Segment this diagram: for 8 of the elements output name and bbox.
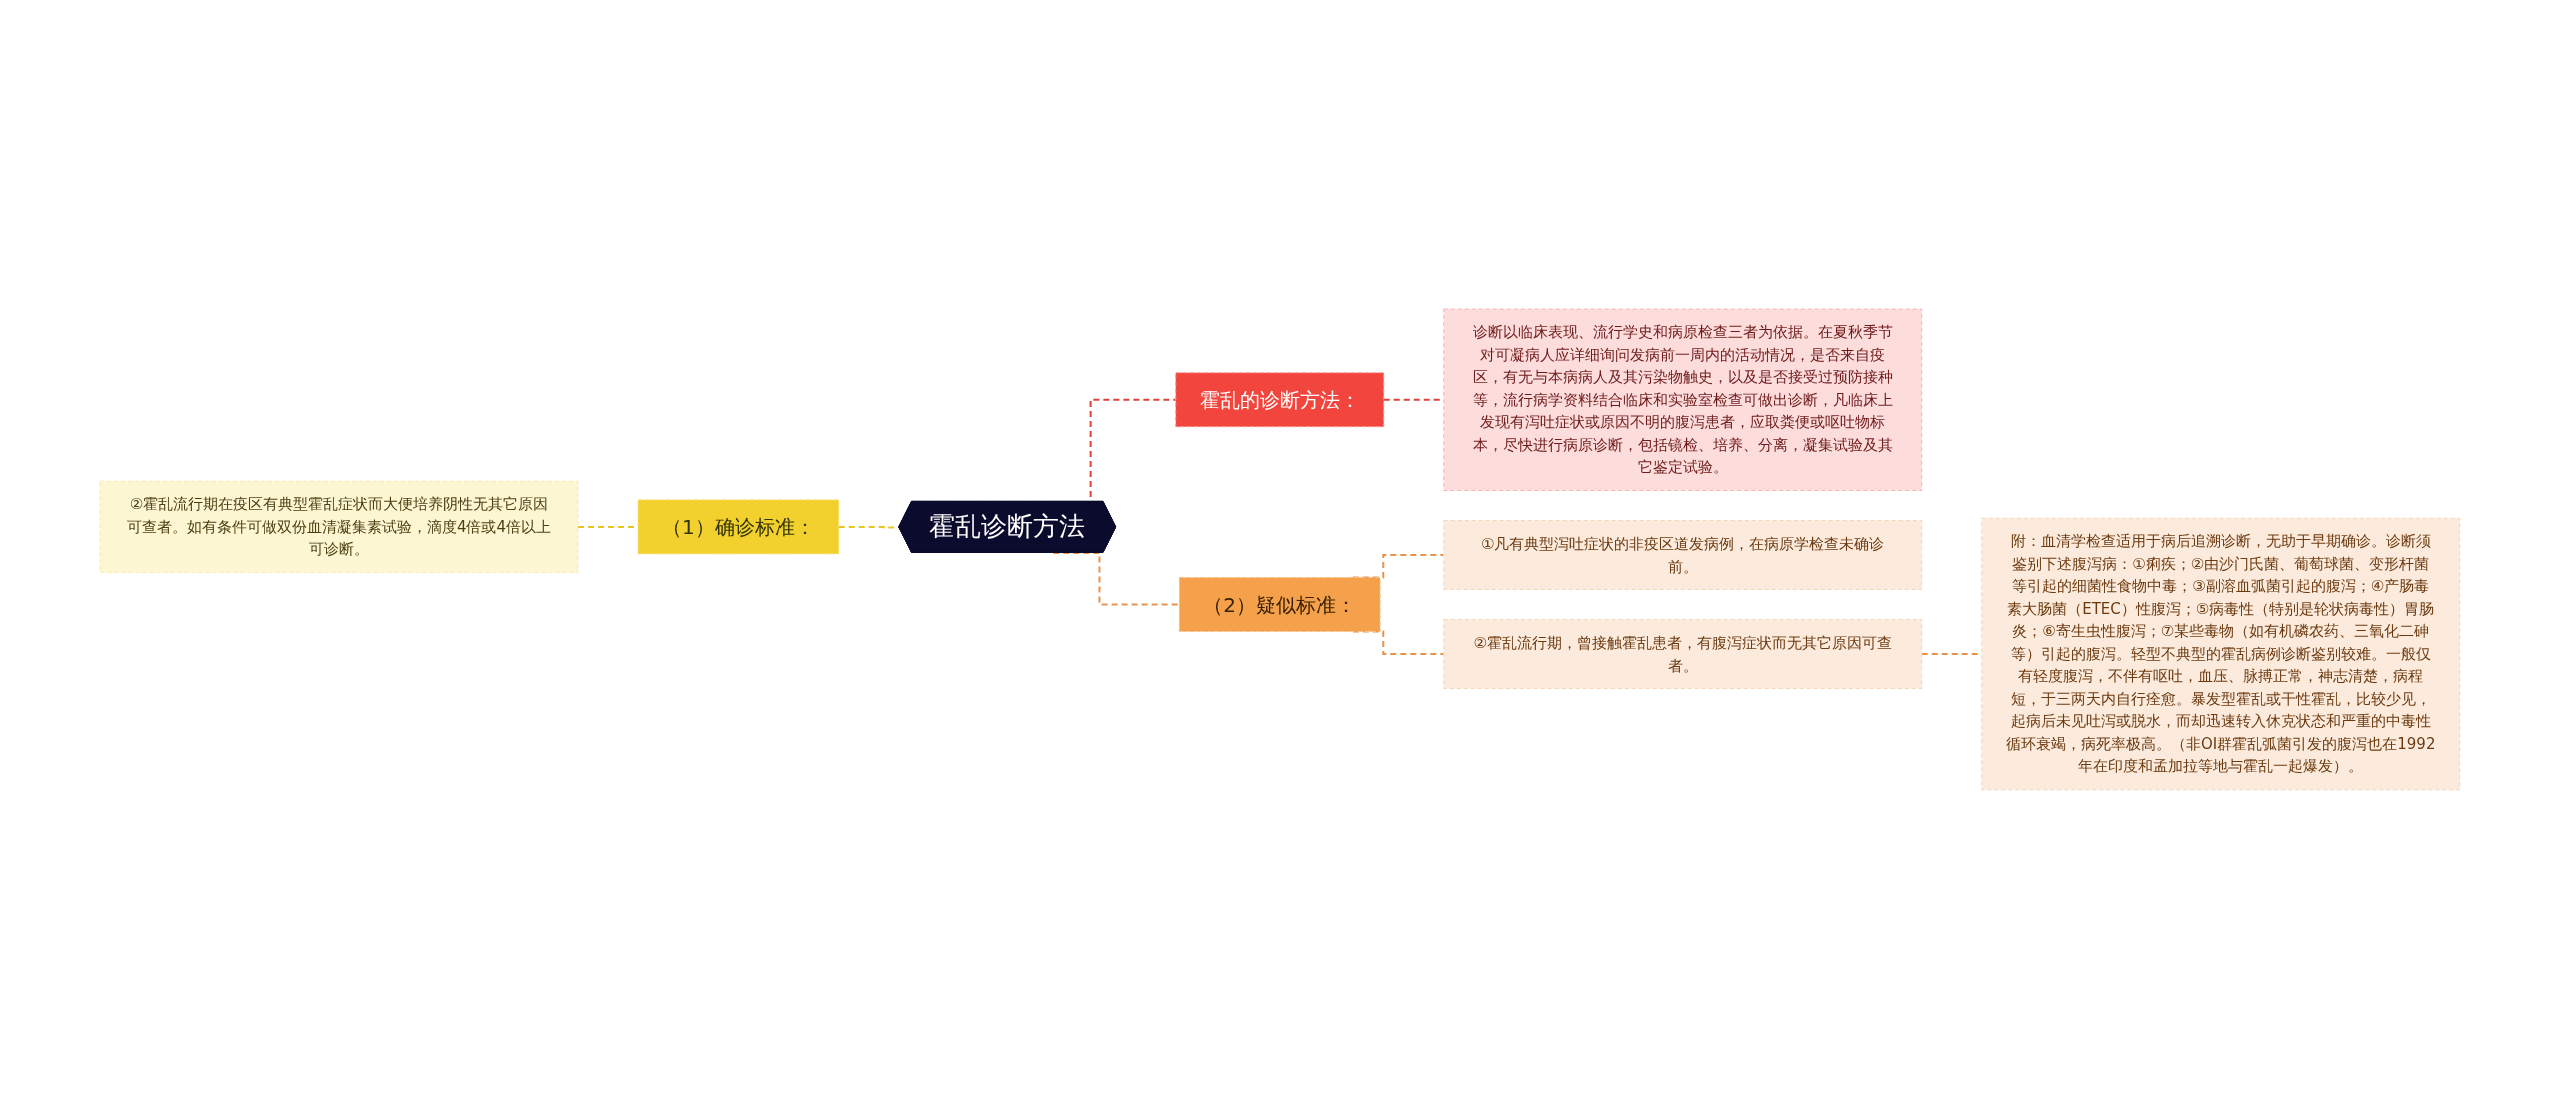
node-box: （2）疑似标准： [1179,576,1381,632]
node-box: ①凡有典型泻吐症状的非疫区道发病例，在病原学检查未确诊前。 [1443,519,1923,590]
node-box: ②霍乱流行期，曾接触霍乱患者，有腹泻症状而无其它原因可查者。 [1443,618,1923,689]
node-box: 附：血清学检查适用于病后追溯诊断，无助于早期确诊。诊断须鉴别下述腹泻病：①痢疾；②由沙门氏菌、葡萄球菌、变形杆菌等引起的细菌性食物中毒；③副溶血弧菌引起的腹泻；④产肠毒素大肠菌（ETEC）性腹泻；⑤病毒性（特别是轮状病毒性）胃肠炎；⑥寄生虫性腹泻；⑦某些毒物（如有机磷农药、三氧化二砷等）引起的腹泻。轻型不典型的霍乱病例诊断鉴别较难。一般仅有轻度腹泻，不伴有呕吐，血压、脉搏正常，神志清楚，病程短，于三两天内自行痊愈。暴发型霍乱或干性霍乱，比较少见，起病后未见吐泻或脱水，而却迅速转入休克状态和严重的中毒性循环衰竭，病死率极高。（非OI群霍乱弧菌引发的腹泻也在1992年在印度和孟加拉等地与霍乱一起爆发）。 [1981,517,2461,790]
node-box: （1）确诊标准： [637,499,840,554]
node-box: ②霍乱流行期在疫区有典型霍乱症状而大便培养阴性无其它原因可查者。如有条件可做双份血清凝集素试验，滴度4倍或4倍以上可诊断。 [99,480,579,573]
node-box: 诊断以临床表现、流行学史和病原检查三者为依据。在夏秋季节对可凝病人应详细询问发病前一周内的活动情况，是否来自疫区，有无与本病病人及其污染物触史，以及是否接受过预防接种等，流行病学资料结合临床和实验室检查可做出诊断，凡临床上发现有泻吐症状或原因不明的腹泻患者，应取粪便或呕吐物标本，尽快进行病原诊断，包括镜检、培养、分离，凝集试验及其它鉴定试验。 [1443,308,1923,491]
node-box: 霍乱的诊断方法： [1175,371,1385,427]
